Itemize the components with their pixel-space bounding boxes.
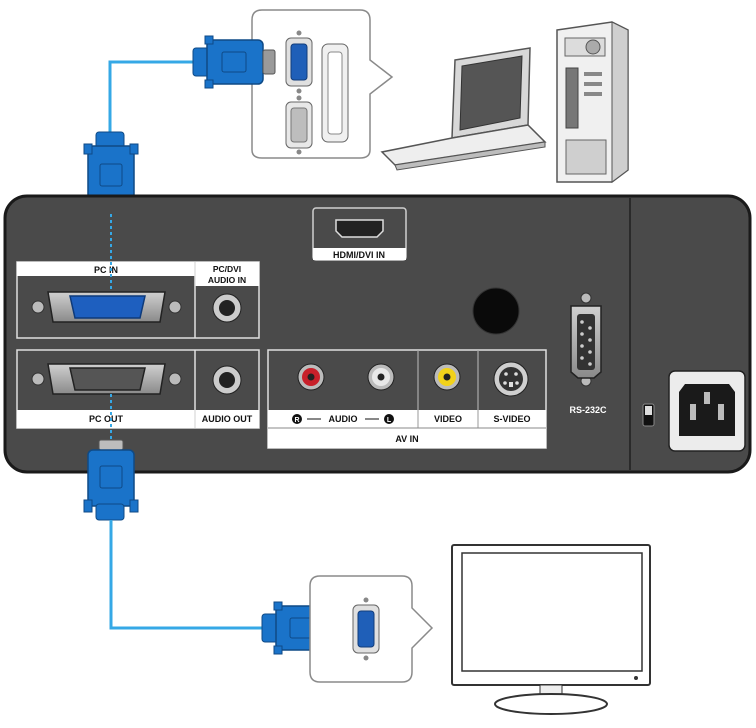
audio-r-glyph: R xyxy=(294,417,299,424)
computer-port-callout xyxy=(251,9,394,159)
pc-in-label: PC IN xyxy=(94,265,118,275)
laptop-icon xyxy=(380,47,547,171)
vga-port-blue-icon xyxy=(285,30,313,94)
power-socket-icon xyxy=(668,370,746,452)
audio-left-jack-icon xyxy=(367,363,395,391)
projector-rear-panel: HDMI/DVI IN PC IN PC/DVI AUDIO IN xyxy=(3,194,752,474)
pc-in-group: PC IN PC/DVI AUDIO IN xyxy=(16,261,260,339)
vga-plug-top-icon xyxy=(192,35,276,89)
pc-out-label: PC OUT xyxy=(89,414,124,424)
vga-plug-pc-out-icon xyxy=(83,439,139,521)
av-in-group: R AUDIO L VIDEO S-VIDEO AV IN xyxy=(267,349,547,449)
hdmi-dvi-in-label: HDMI/DVI IN xyxy=(333,250,385,260)
pc-dvi-label: PC/DVI xyxy=(213,264,241,274)
vga-plug-pc-in-icon xyxy=(83,131,139,215)
top-vga-cable xyxy=(83,35,276,215)
audio-right-jack-icon xyxy=(297,363,325,391)
monitor-vga-port-icon xyxy=(352,597,380,661)
pc-out-group: PC OUT AUDIO OUT xyxy=(16,349,260,429)
vga-port-grey-icon xyxy=(285,95,313,155)
audio-out-jack-icon xyxy=(212,365,242,395)
audio-out-label: AUDIO OUT xyxy=(202,414,253,424)
s-video-jack-icon xyxy=(493,361,529,397)
audio-l-glyph: L xyxy=(387,417,392,424)
monitor-port-callout xyxy=(309,575,434,683)
av-in-label: AV IN xyxy=(395,434,418,444)
rs232c-port-group: RS-232C xyxy=(569,292,607,415)
remote-sensor-icon xyxy=(472,287,520,335)
pc-in-vga-port-icon xyxy=(31,291,182,323)
video-label: VIDEO xyxy=(434,414,462,424)
rs232c-label: RS-232C xyxy=(569,405,607,415)
audio-label: AUDIO xyxy=(329,414,358,424)
monitor-icon xyxy=(451,544,651,715)
power-switch-icon xyxy=(642,403,655,427)
pc-out-vga-port-icon xyxy=(31,363,182,395)
hdmi-port-group: HDMI/DVI IN xyxy=(312,207,407,261)
desktop-tower-icon xyxy=(556,21,629,183)
pc-dvi-audio-in-jack-icon xyxy=(212,293,242,323)
s-video-label: S-VIDEO xyxy=(493,414,530,424)
video-jack-icon xyxy=(433,363,461,391)
audio-rl-label: R AUDIO L xyxy=(292,414,394,424)
parallel-port-icon xyxy=(321,43,349,143)
audio-in-label: AUDIO IN xyxy=(208,275,246,285)
